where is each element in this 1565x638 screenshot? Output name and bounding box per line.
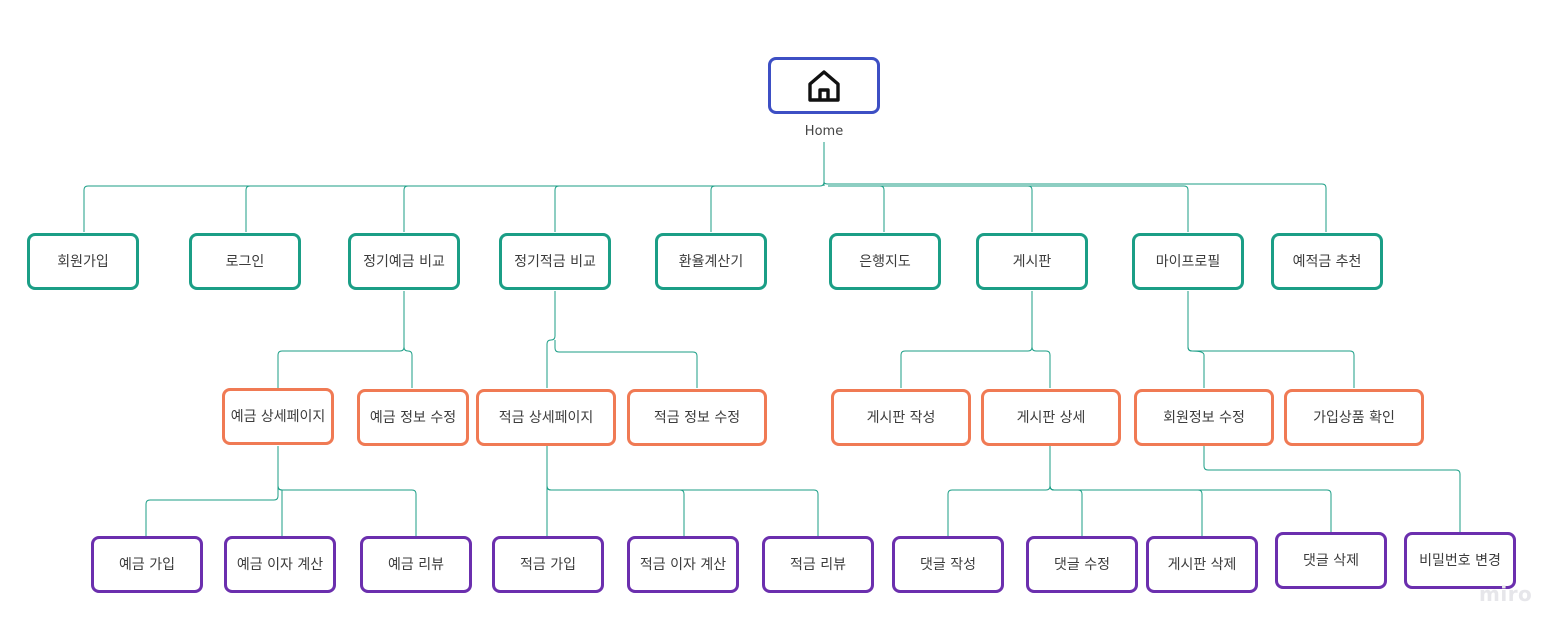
comment-delete-label: 댓글 삭제 bbox=[1303, 552, 1359, 569]
comment-write-label: 댓글 작성 bbox=[920, 556, 976, 573]
saving-interest-label: 적금 이자 계산 bbox=[639, 556, 727, 573]
my-profile-node[interactable]: 마이프로필 bbox=[1132, 233, 1244, 290]
post-delete-node[interactable]: 게시판 삭제 bbox=[1146, 536, 1258, 593]
signup-node[interactable]: 회원가입 bbox=[27, 233, 139, 290]
my-profile-label: 마이프로필 bbox=[1155, 253, 1221, 270]
signup-label: 회원가입 bbox=[57, 253, 109, 270]
comment-delete-node[interactable]: 댓글 삭제 bbox=[1275, 532, 1387, 589]
deposit-join-node[interactable]: 예금 가입 bbox=[91, 536, 203, 593]
recommend-label: 예적금 추천 bbox=[1292, 253, 1362, 270]
post-detail-node[interactable]: 게시판 상세 bbox=[981, 389, 1121, 446]
saving-interest-node[interactable]: 적금 이자 계산 bbox=[627, 536, 739, 593]
post-write-node[interactable]: 게시판 작성 bbox=[831, 389, 971, 446]
deposit-edit-label: 예금 정보 수정 bbox=[369, 409, 457, 426]
saving-detail-label: 적금 상세페이지 bbox=[498, 409, 594, 426]
deposit-edit-node[interactable]: 예금 정보 수정 bbox=[357, 389, 469, 446]
home-icon bbox=[808, 69, 840, 102]
deposit-detail-node[interactable]: 예금 상세페이지 bbox=[222, 388, 334, 445]
saving-review-label: 적금 리뷰 bbox=[790, 556, 846, 573]
saving-join-label: 적금 가입 bbox=[520, 556, 576, 573]
comment-edit-node[interactable]: 댓글 수정 bbox=[1026, 536, 1138, 593]
saving-compare-label: 정기적금 비교 bbox=[514, 253, 596, 270]
login-node[interactable]: 로그인 bbox=[189, 233, 301, 290]
comment-write-node[interactable]: 댓글 작성 bbox=[892, 536, 1004, 593]
saving-edit-node[interactable]: 적금 정보 수정 bbox=[627, 389, 767, 446]
deposit-detail-label: 예금 상세페이지 bbox=[230, 408, 326, 425]
comment-edit-label: 댓글 수정 bbox=[1054, 556, 1110, 573]
post-delete-label: 게시판 삭제 bbox=[1167, 556, 1237, 573]
deposit-interest-node[interactable]: 예금 이자 계산 bbox=[224, 536, 336, 593]
board-node[interactable]: 게시판 bbox=[976, 233, 1088, 290]
password-change-node[interactable]: 비밀번호 변경 bbox=[1404, 532, 1516, 589]
deposit-join-label: 예금 가입 bbox=[119, 556, 175, 573]
post-write-label: 게시판 작성 bbox=[866, 409, 936, 426]
home-node[interactable] bbox=[768, 57, 880, 114]
saving-detail-node[interactable]: 적금 상세페이지 bbox=[476, 389, 616, 446]
post-detail-label: 게시판 상세 bbox=[1016, 409, 1086, 426]
saving-edit-label: 적금 정보 수정 bbox=[653, 409, 741, 426]
saving-join-node[interactable]: 적금 가입 bbox=[492, 536, 604, 593]
member-edit-label: 회원정보 수정 bbox=[1163, 409, 1245, 426]
deposit-review-label: 예금 리뷰 bbox=[388, 556, 444, 573]
exchange-calc-node[interactable]: 환율계산기 bbox=[655, 233, 767, 290]
exchange-calc-label: 환율계산기 bbox=[678, 253, 744, 270]
joined-products-node[interactable]: 가입상품 확인 bbox=[1284, 389, 1424, 446]
recommend-node[interactable]: 예적금 추천 bbox=[1271, 233, 1383, 290]
deposit-compare-node[interactable]: 정기예금 비교 bbox=[348, 233, 460, 290]
member-edit-node[interactable]: 회원정보 수정 bbox=[1134, 389, 1274, 446]
bank-map-label: 은행지도 bbox=[859, 253, 911, 270]
deposit-review-node[interactable]: 예금 리뷰 bbox=[360, 536, 472, 593]
login-label: 로그인 bbox=[225, 253, 265, 270]
bank-map-node[interactable]: 은행지도 bbox=[829, 233, 941, 290]
deposit-interest-label: 예금 이자 계산 bbox=[236, 556, 324, 573]
saving-compare-node[interactable]: 정기적금 비교 bbox=[499, 233, 611, 290]
password-change-label: 비밀번호 변경 bbox=[1419, 552, 1501, 569]
deposit-compare-label: 정기예금 비교 bbox=[363, 253, 445, 270]
joined-products-label: 가입상품 확인 bbox=[1313, 409, 1395, 426]
home-label: Home bbox=[804, 124, 844, 139]
board-label: 게시판 bbox=[1012, 253, 1052, 270]
miro-watermark: miro bbox=[1479, 582, 1533, 606]
saving-review-node[interactable]: 적금 리뷰 bbox=[762, 536, 874, 593]
